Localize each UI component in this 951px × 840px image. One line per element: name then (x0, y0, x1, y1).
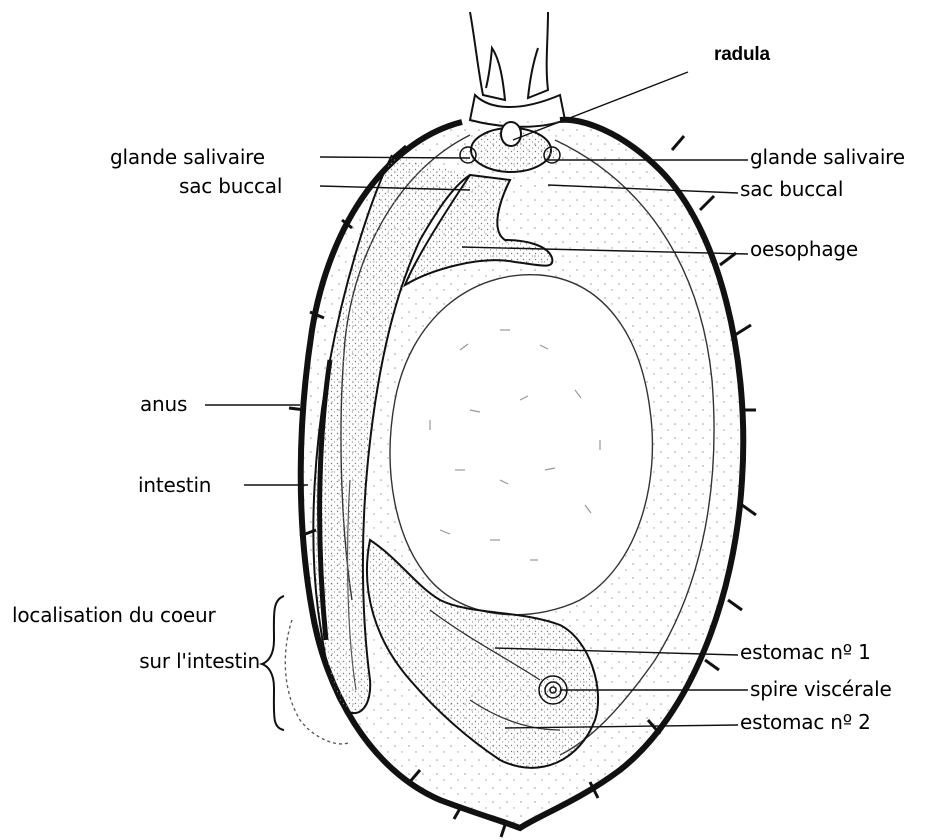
tentacles (470, 12, 565, 127)
label-anus: anus (140, 393, 187, 415)
label-estomac-2: estomac nº 2 (740, 711, 871, 733)
label-spire-viscerale: spire viscérale (750, 678, 892, 700)
label-intestin: intestin (138, 474, 211, 496)
label-glande-salivaire-right: glande salivaire (750, 146, 905, 168)
central-oval (390, 275, 652, 615)
label-estomac-1: estomac nº 1 (740, 641, 871, 663)
label-sac-buccal-right: sac buccal (740, 178, 843, 200)
label-radula: radula (714, 44, 770, 66)
label-localisation-line2: sur l'intestin (100, 650, 260, 672)
label-localisation-line1: localisation du coeur (12, 604, 215, 626)
heart-brace (262, 596, 284, 730)
label-oesophage: oesophage (750, 238, 858, 260)
label-glande-salivaire-left: glande salivaire (110, 146, 265, 168)
label-sac-buccal-left: sac buccal (179, 175, 282, 197)
